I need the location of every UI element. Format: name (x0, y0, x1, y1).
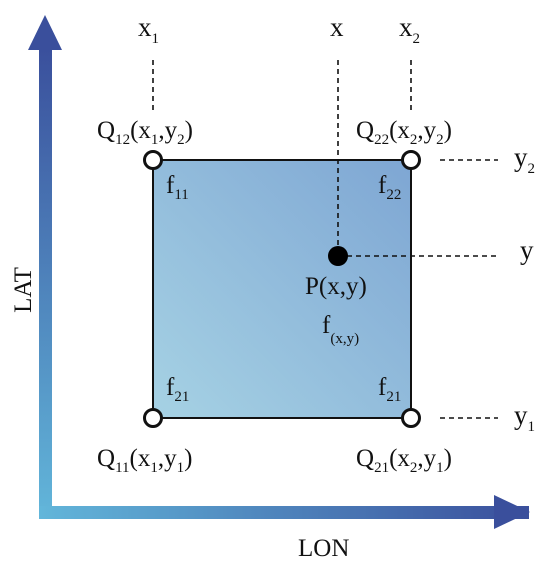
x2-label: x2 (399, 12, 420, 47)
q11-label: Q11(x1,y1) (97, 445, 192, 476)
q12-label: Q12(x1,y2) (97, 117, 193, 148)
q21-node (401, 408, 421, 428)
f11-label: f11 (166, 172, 189, 203)
lon-axis-label: LON (298, 535, 349, 562)
q22-node (401, 150, 421, 170)
point-f-label: f(x,y) (322, 312, 359, 347)
q11-node (143, 408, 163, 428)
y2-label: y2 (514, 142, 535, 177)
point-p (328, 246, 348, 266)
x1-label: x1 (138, 12, 159, 47)
lat-axis-label: LAT (10, 267, 37, 313)
lon-axis-arrow (39, 495, 530, 529)
f21-left-label: f21 (166, 374, 189, 405)
f21-right-label: f21 (378, 374, 401, 405)
q22-label: Q22(x2,y2) (356, 117, 452, 148)
lat-axis-arrow (28, 15, 62, 519)
q12-node (143, 150, 163, 170)
x-label: x (330, 12, 344, 42)
q21-label: Q21(x2,y1) (356, 445, 452, 476)
f22-label: f22 (378, 172, 401, 203)
y1-label: y1 (514, 400, 535, 435)
point-p-label: P(x,y) (305, 273, 367, 300)
grid-cell (152, 159, 412, 419)
y-label: y (520, 235, 534, 265)
